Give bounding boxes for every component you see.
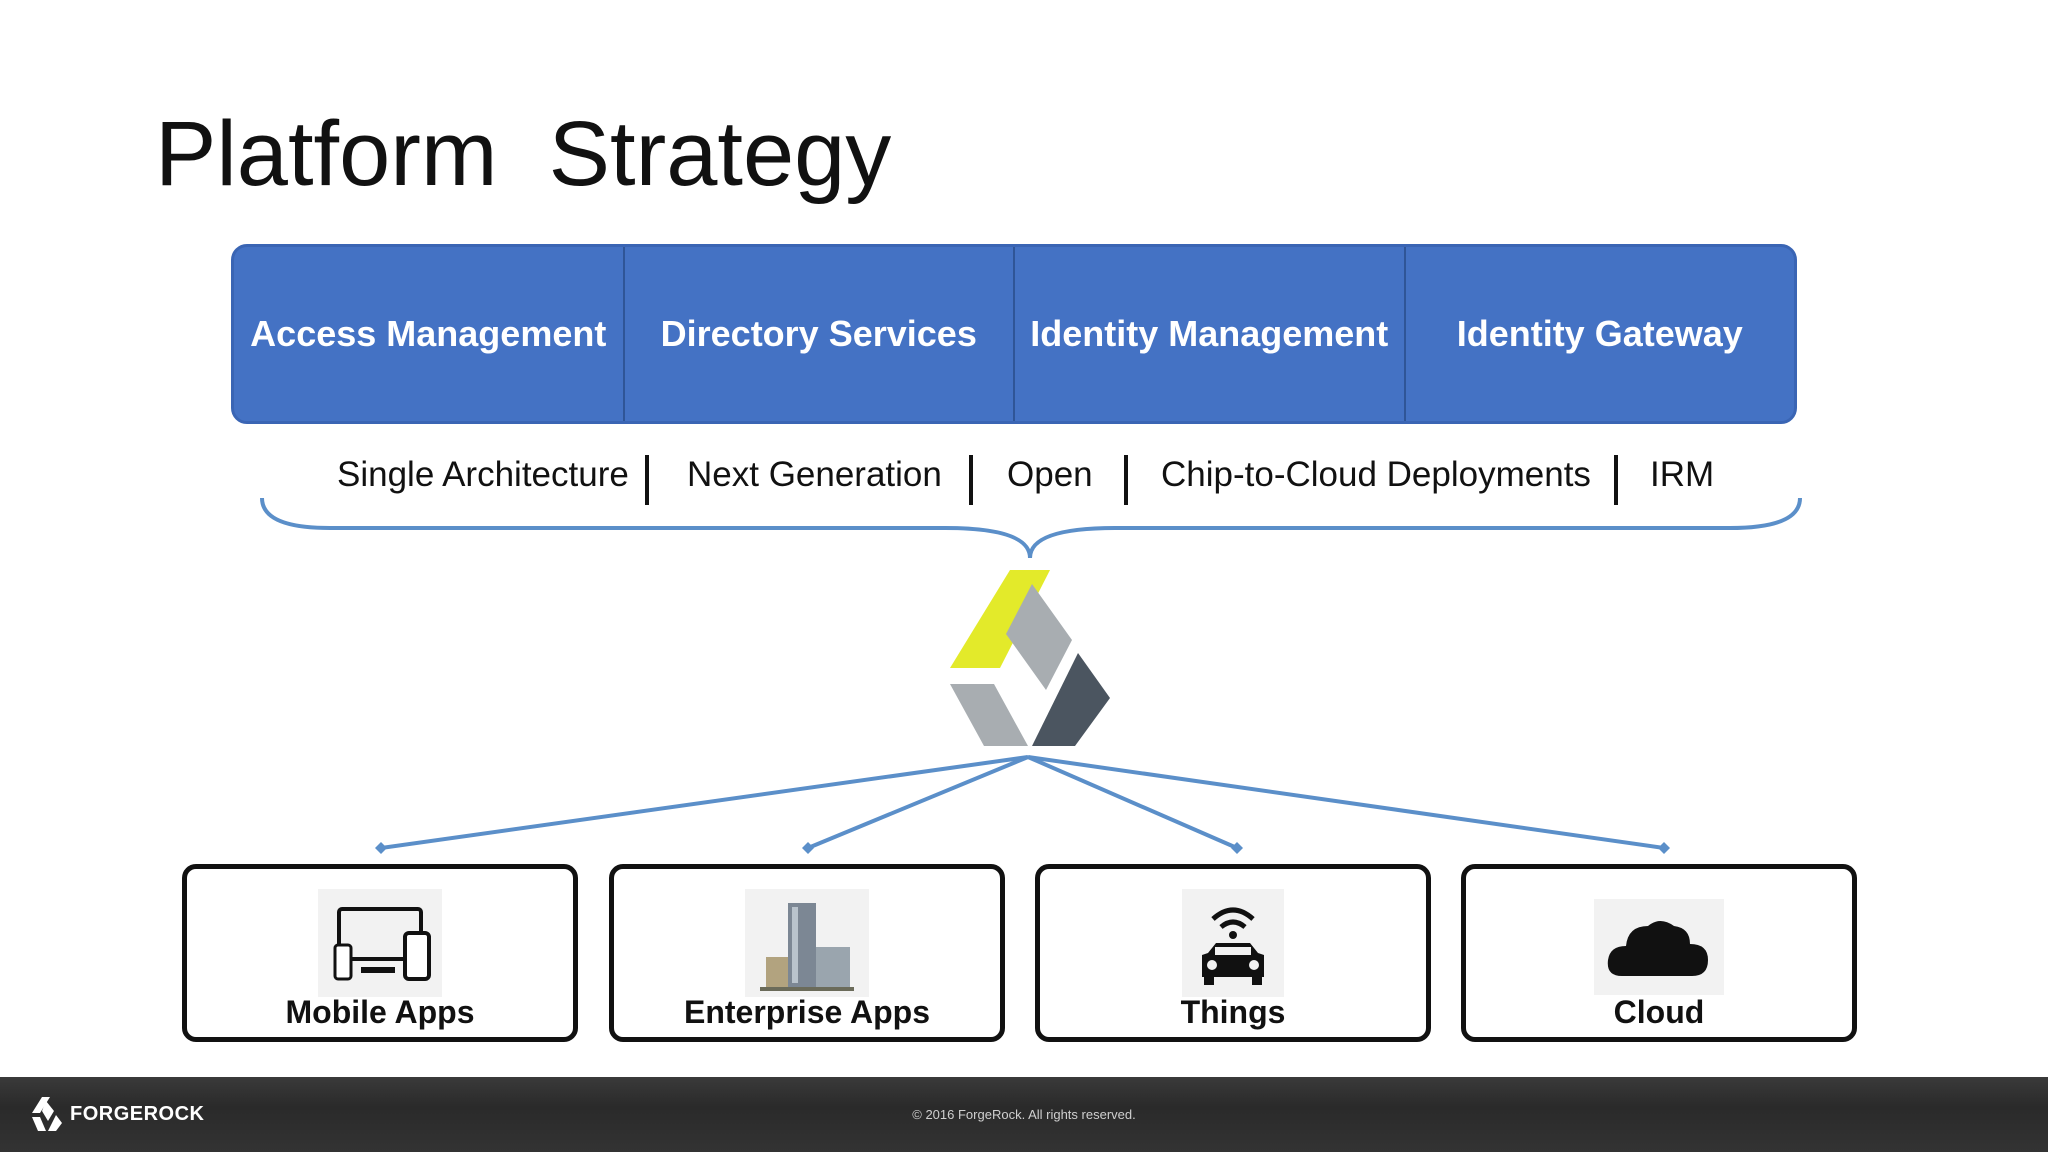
target-label: Enterprise Apps — [684, 994, 930, 1030]
forgerock-footer-logo: FORGEROCK — [32, 1097, 205, 1131]
attribute-separator — [1614, 455, 1618, 505]
target-things: Things — [1035, 864, 1431, 1042]
product-access-management: Access Management — [234, 247, 625, 421]
product-bar: Access Management Directory Services Ide… — [231, 244, 1797, 424]
target-cloud: Cloud — [1461, 864, 1857, 1042]
attribute-chip-to-cloud: Chip-to-Cloud Deployments — [1161, 455, 1591, 494]
target-label: Cloud — [1613, 994, 1705, 1030]
attribute-open: Open — [1007, 455, 1093, 494]
devices-icon — [318, 889, 442, 997]
target-label: Things — [1180, 994, 1286, 1030]
connector-lines — [380, 755, 1665, 850]
target-label: Mobile Apps — [285, 994, 475, 1030]
attribute-separator — [1124, 455, 1128, 505]
attribute-next-generation: Next Generation — [687, 455, 942, 494]
footer: FORGEROCK © 2016 ForgeRock. All rights r… — [0, 1077, 2048, 1152]
attribute-separator — [969, 455, 973, 505]
target-enterprise-apps: Enterprise Apps — [609, 864, 1005, 1042]
grouping-brace — [260, 497, 1802, 559]
connected-car-icon — [1182, 889, 1284, 997]
target-mobile-apps: Mobile Apps — [182, 864, 578, 1042]
slide-title: Platform Strategy — [155, 103, 892, 205]
attribute-single-architecture: Single Architecture — [337, 455, 629, 494]
footer-logo-text: FORGEROCK — [70, 1102, 205, 1125]
forgerock-logo-icon — [950, 570, 1110, 746]
attributes-row: Single Architecture Next Generation Open… — [0, 455, 2048, 505]
attribute-separator — [645, 455, 649, 505]
copyright-text: © 2016 ForgeRock. All rights reserved. — [912, 1107, 1136, 1122]
forgerock-mark-icon — [32, 1097, 62, 1131]
product-identity-management: Identity Management — [1015, 247, 1406, 421]
product-identity-gateway: Identity Gateway — [1456, 313, 1743, 354]
attribute-irm: IRM — [1650, 455, 1715, 494]
cloud-icon — [1594, 899, 1724, 995]
building-icon — [745, 889, 869, 997]
product-directory-services: Directory Services — [625, 247, 1015, 421]
connector-endpoints — [375, 842, 1670, 854]
